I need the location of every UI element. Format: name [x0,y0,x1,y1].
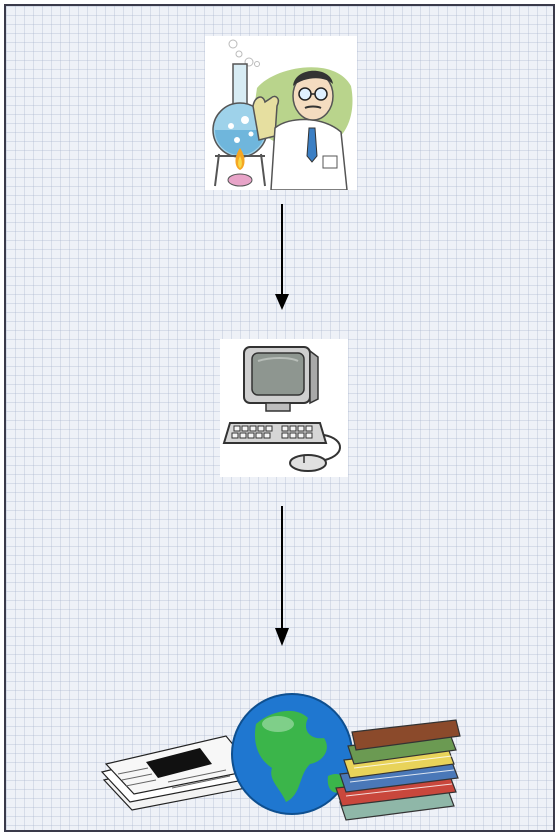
diagram-canvas [4,4,555,832]
desktop-computer-icon [220,339,348,477]
arrow-1 [275,204,289,310]
scientist-with-flask-icon [205,36,357,191]
newspaper-globe-books-icon [96,684,466,830]
arrow-2 [275,506,289,646]
